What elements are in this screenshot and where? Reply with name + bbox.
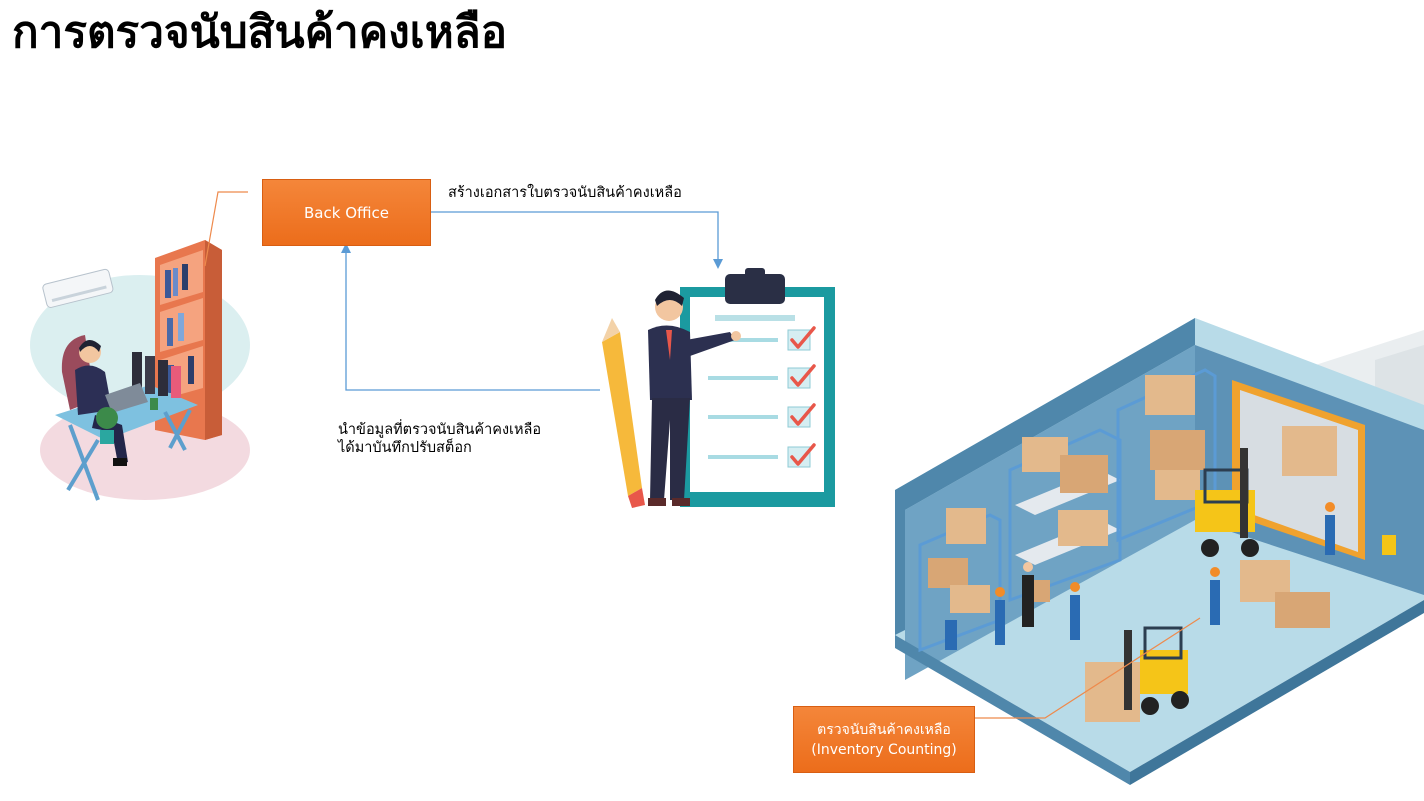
record-stock-label-line2: ได้มาบันทึกปรับสต็อก: [338, 440, 472, 456]
callout-line-office: [204, 191, 248, 267]
arrow-create-document: [431, 211, 723, 269]
clipboard-checklist-illustration: [602, 268, 835, 508]
inventory-counting-label-th: ตรวจนับสินค้าคงเหลือ: [817, 721, 951, 738]
page-title: การตรวจนับสินค้าคงเหลือ: [12, 7, 508, 58]
warehouse-illustration: [895, 318, 1424, 785]
record-stock-label: นำข้อมูลที่ตรวจนับสินค้าคงเหลือ ได้มาบัน…: [338, 421, 541, 457]
inventory-counting-node: ตรวจนับสินค้าคงเหลือ (Inventory Counting…: [793, 706, 975, 773]
create-document-label: สร้างเอกสารใบตรวจนับสินค้าคงเหลือ: [448, 185, 682, 201]
callout-line-warehouse: [975, 617, 1201, 719]
office-worker-illustration: [30, 240, 250, 501]
inventory-counting-label-en: (Inventory Counting): [811, 741, 957, 758]
arrow-record-stock: [341, 243, 600, 391]
back-office-label: Back Office: [304, 203, 389, 222]
back-office-node: Back Office: [262, 179, 431, 246]
record-stock-label-line1: นำข้อมูลที่ตรวจนับสินค้าคงเหลือ: [338, 422, 542, 438]
